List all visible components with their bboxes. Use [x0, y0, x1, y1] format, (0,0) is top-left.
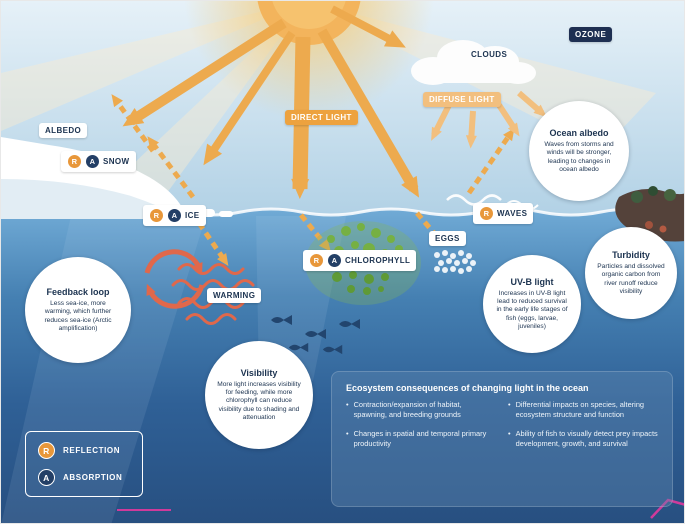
label-albedo: ALBEDO — [39, 123, 88, 138]
label-chlorophyll: R A CHLOROPHYLL — [303, 250, 417, 271]
reflection-icon: R — [479, 206, 494, 221]
reflection-icon: R — [149, 208, 164, 223]
bubble-uvb-light-body: Increases in UV-B light lead to reduced … — [496, 289, 568, 330]
bullet-icon: • — [346, 428, 349, 438]
bullet-text: Differential impacts on species, alterin… — [515, 400, 645, 419]
label-clouds: CLOUDS — [465, 47, 513, 62]
bullet-text: Contraction/expansion of habitat, spawni… — [353, 400, 462, 419]
diffuse-light-arrows — [431, 90, 547, 149]
label-snow: R A SNOW — [61, 151, 136, 172]
bullet-icon: • — [508, 428, 511, 438]
list-item: • Contraction/expansion of habitat, spaw… — [346, 400, 496, 420]
label-direct-light: DIRECT LIGHT — [285, 110, 358, 125]
consequences-panel-title: Ecosystem consequences of changing light… — [346, 383, 589, 393]
reflection-icon: R — [309, 253, 324, 268]
label-ice-text: ICE — [185, 211, 200, 220]
label-diffuse-light: DIFFUSE LIGHT — [423, 92, 501, 107]
label-ozone-text: OZONE — [575, 30, 607, 39]
reflection-icon: R — [38, 442, 55, 459]
list-item: • Ability of fish to visually detect pre… — [508, 429, 658, 449]
reflection-arrows — [111, 94, 515, 199]
consequences-right-column: • Differential impacts on species, alter… — [508, 400, 658, 458]
label-eggs: EGGS — [429, 231, 466, 246]
bubble-visibility-title: Visibility — [240, 367, 278, 378]
label-waves-text: WAVES — [497, 209, 528, 218]
bubble-turbidity-title: Turbidity — [612, 250, 650, 261]
list-item: • Differential impacts on species, alter… — [508, 400, 658, 420]
legend-absorption-label: ABSORPTION — [63, 473, 123, 482]
label-direct-light-text: DIRECT LIGHT — [291, 113, 352, 122]
absorption-icon: A — [38, 469, 55, 486]
label-albedo-text: ALBEDO — [45, 126, 82, 135]
bubble-feedback-loop-title: Feedback loop — [46, 287, 110, 298]
consequences-panel: Ecosystem consequences of changing light… — [331, 371, 673, 507]
fish-eggs — [434, 250, 476, 274]
bullet-icon: • — [508, 400, 511, 409]
legend: R REFLECTION A ABSORPTION — [25, 431, 143, 497]
label-waves: R WAVES — [473, 203, 534, 224]
label-warming-text: WARMING — [213, 291, 256, 300]
bubble-ocean-albedo-body: Waves from storms and winds will be stro… — [544, 141, 614, 173]
warming-heat-waves — [171, 263, 255, 325]
label-clouds-text: CLOUDS — [471, 50, 508, 59]
label-eggs-text: EGGS — [435, 234, 460, 243]
bullet-text: Changes in spatial and temporal primary … — [353, 428, 487, 448]
clouds-art — [411, 40, 536, 85]
legend-reflection-label: REFLECTION — [63, 446, 121, 455]
absorption-icon: A — [167, 208, 182, 223]
list-item: • Changes in spatial and temporal primar… — [346, 429, 496, 449]
bubble-uvb-light-title: UV-B light — [510, 276, 554, 287]
bubble-ocean-albedo: Ocean albedo Waves from storms and winds… — [529, 101, 629, 201]
feedback-loop-arrows — [144, 249, 205, 309]
label-snow-text: SNOW — [103, 157, 130, 166]
bubble-visibility: Visibility More light increases visibili… — [205, 341, 313, 449]
sun-core — [272, 1, 346, 29]
absorption-icon: A — [327, 253, 342, 268]
bubble-ocean-albedo-title: Ocean albedo — [549, 128, 609, 139]
label-ozone: OZONE — [569, 27, 613, 42]
legend-absorption-row: A ABSORPTION — [38, 469, 130, 486]
bullet-text: Ability of fish to visually detect prey … — [515, 428, 658, 448]
reflection-icon: R — [67, 154, 82, 169]
legend-reflection-row: R REFLECTION — [38, 442, 130, 459]
bubble-turbidity: Turbidity Particles and dissolved organi… — [585, 227, 677, 319]
label-diffuse-light-text: DIFFUSE LIGHT — [429, 95, 495, 104]
bubble-uvb-light: UV-B light Increases in UV-B light lead … — [483, 255, 581, 353]
label-ice: R A ICE — [143, 205, 206, 226]
label-chlorophyll-text: CHLOROPHYLL — [345, 256, 411, 265]
bubble-feedback-loop: Feedback loop Less sea-ice, more warming… — [25, 257, 131, 363]
bullet-icon: • — [346, 400, 349, 409]
bubble-visibility-body: More light increases visibility for feed… — [217, 380, 301, 421]
bubble-turbidity-body: Particles and dissolved organic carbon f… — [597, 263, 665, 295]
label-warming: WARMING — [207, 288, 262, 303]
bubble-feedback-loop-body: Less sea-ice, more warming, which furthe… — [44, 300, 112, 332]
consequences-left-column: • Contraction/expansion of habitat, spaw… — [346, 400, 496, 458]
absorption-icon: A — [85, 154, 100, 169]
